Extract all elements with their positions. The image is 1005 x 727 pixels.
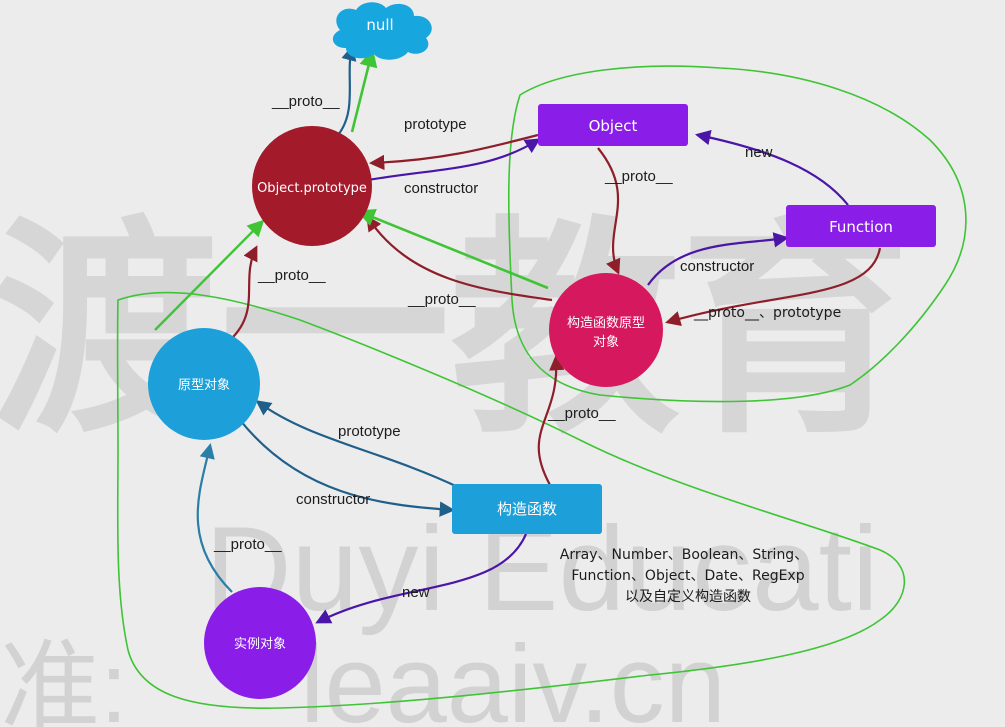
note-line2: Function、Object、Date、RegExp (571, 568, 804, 584)
label-proto-null: __proto__ (271, 93, 340, 110)
node-object: Object (538, 104, 688, 146)
label-proto-ctor-proto: __proto__ (407, 291, 476, 308)
label-constructor-left: constructor (296, 491, 370, 508)
node-ctor-prototype-line1: 构造函数原型 (567, 316, 645, 331)
label-proto-prototype-function: __proto__、prototype (693, 305, 841, 321)
watermark-url: leaaiv.cn (300, 623, 726, 727)
edge-ctorproto-to-objproto (366, 215, 553, 302)
label-new-instance: new (402, 584, 430, 601)
node-constructor: 构造函数 (452, 484, 602, 534)
edge-function-new (694, 129, 849, 206)
node-prototype-object-label: 原型对象 (178, 378, 230, 393)
label-proto-instance: __proto__ (213, 536, 282, 553)
cloud-shape (332, 2, 432, 60)
edge-instance-to-protoobj (196, 442, 233, 593)
node-object-prototype: Object.prototype (252, 126, 372, 246)
node-constructor-label: 构造函数 (497, 500, 557, 518)
edge-function-proto-prototype (665, 247, 882, 327)
group-outline-right (507, 65, 967, 403)
edge-protoobj-constructor (239, 419, 456, 517)
edge-objproto-constructor (367, 138, 541, 182)
note-line3: 以及自定义构造函数 (625, 589, 751, 605)
node-function: Function (786, 205, 936, 247)
label-constructor-function: constructor (680, 258, 754, 275)
edge-protoobj-to-objproto (229, 245, 258, 341)
label-prototype-top: prototype (404, 116, 467, 133)
node-instance-label: 实例对象 (234, 637, 286, 652)
edge-green-to-null (350, 48, 378, 133)
node-ctor-prototype-line2: 对象 (593, 335, 619, 350)
edge-green-left-to-objproto (154, 219, 265, 331)
watermark-url-prefix: 准: (0, 632, 128, 727)
edge-ctorproto-constructor (647, 232, 790, 286)
edge-ctor-prototype (255, 400, 461, 489)
edge-ctor-new (315, 533, 528, 624)
watermark: 渡一教育 Duyi Educati 准: leaaiv.cn (0, 198, 910, 727)
node-object-label: Object (589, 117, 638, 135)
label-proto-proto-obj: __proto__ (257, 267, 326, 284)
label-constructor-top: constructor (404, 180, 478, 197)
edge-object-prototype (368, 133, 539, 171)
label-proto-object: __proto__ (604, 168, 673, 185)
node-function-label: Function (829, 218, 893, 236)
node-object-prototype-label: Object.prototype (257, 181, 367, 196)
label-prototype-left: prototype (338, 423, 401, 440)
node-ctor-prototype: 构造函数原型 对象 (549, 273, 663, 387)
group-outline-left (116, 291, 906, 709)
watermark-big-chars: 渡一教育 (0, 198, 910, 465)
label-new-function: new (745, 144, 773, 161)
label-proto-ctor: __proto__ (547, 405, 616, 422)
node-instance: 实例对象 (204, 587, 316, 699)
edge-ctor-to-ctorproto (537, 354, 565, 486)
edge-green-ctorproto-to-objproto (356, 209, 549, 290)
edge-objproto-to-null (337, 45, 357, 136)
node-null-label: null (366, 16, 393, 34)
edge-object-proto (597, 147, 621, 275)
note-line1: Array、Number、Boolean、String、 (560, 547, 808, 563)
node-prototype-object: 原型对象 (148, 328, 260, 440)
node-null: null (332, 2, 432, 60)
